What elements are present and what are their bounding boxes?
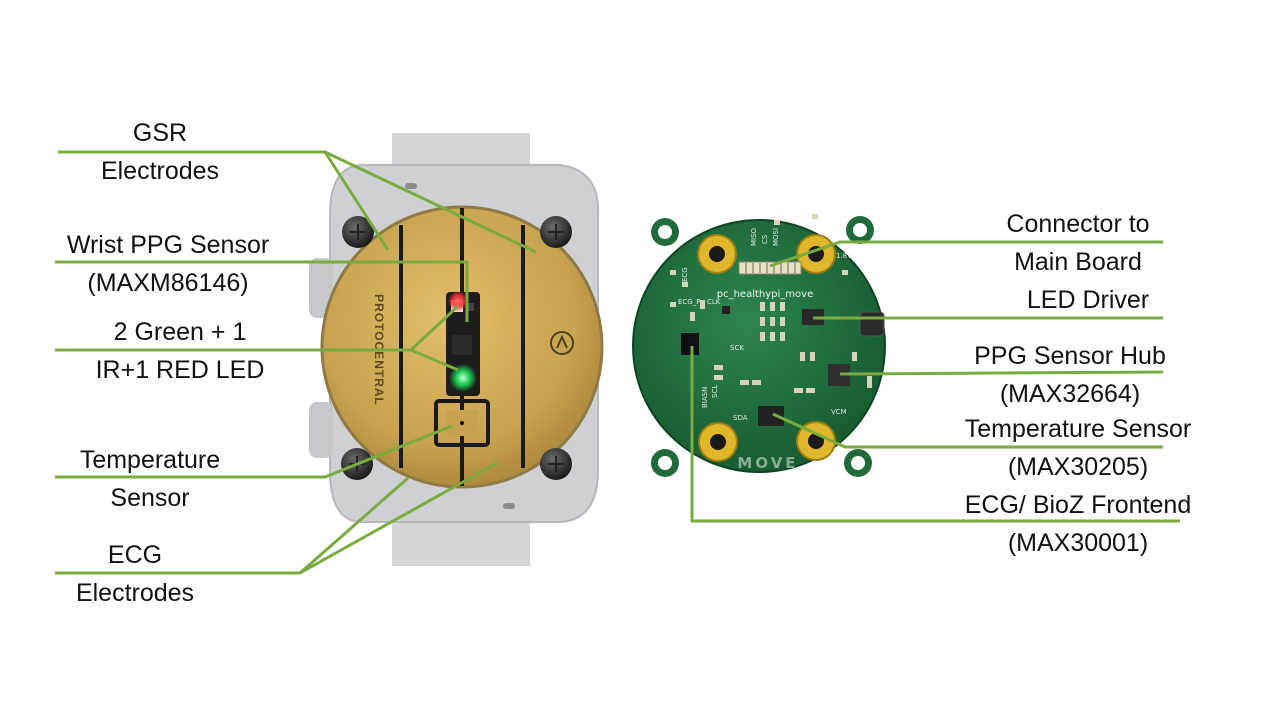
silk-vcm: VCM xyxy=(831,408,847,416)
label-ppg-hub-line2: (MAX32664) xyxy=(999,380,1141,408)
brand-logo-icon xyxy=(550,331,574,355)
watch-side-button-top xyxy=(309,258,333,318)
passive-components xyxy=(670,214,872,393)
pcb-disc xyxy=(632,219,886,473)
label-ppg-hub: PPG Sensor Hub (MAX32664) xyxy=(945,337,1195,413)
label-wrist-ppg: Wrist PPG Sensor (MAXM86146) xyxy=(48,226,288,302)
label-ecg-frontend: ECG/ BioZ Frontend (MAX30001) xyxy=(938,486,1218,562)
label-gsr-line2: Electrodes xyxy=(100,157,220,185)
leader-connector xyxy=(769,240,1163,268)
label-leds-line2: IR+1 RED LED xyxy=(95,356,265,384)
board-connector xyxy=(738,261,802,275)
leader-temp-sensor xyxy=(772,412,1163,449)
label-connector: Connector to Main Board xyxy=(963,205,1193,281)
silk-sck: SCK xyxy=(730,344,744,352)
silk-ecg: ECG xyxy=(681,267,689,282)
leader-temperature xyxy=(55,424,453,479)
leader-lines xyxy=(55,150,1180,575)
label-led-driver: LED Driver xyxy=(988,281,1188,319)
pcb-board: MISO CS MOSI 1.8V ECG ECG_P CLK SCK SCL … xyxy=(632,214,886,477)
label-wrist-ppg-line2: (MAXM86146) xyxy=(87,269,249,297)
label-temperature-line1: Temperature xyxy=(79,446,221,474)
label-temp-sensor-line1: Temperature Sensor xyxy=(964,415,1192,443)
screws xyxy=(341,216,572,480)
silkscreen: MISO CS MOSI 1.8V ECG ECG_P CLK SCK SCL … xyxy=(678,227,852,422)
leader-ppg-hub xyxy=(839,370,1164,376)
green-led-icon xyxy=(449,364,477,392)
inductor xyxy=(859,311,885,337)
silk-clk: CLK xyxy=(707,298,721,306)
label-ecg: ECG Electrodes xyxy=(35,536,235,612)
label-temp-sensor: Temperature Sensor (MAX30205) xyxy=(938,410,1218,486)
ecg-frontend-chip xyxy=(681,333,699,355)
label-temperature: Temperature Sensor xyxy=(50,441,250,517)
label-ecg-line2: Electrodes xyxy=(75,579,195,607)
label-led-driver-line1: LED Driver xyxy=(1026,286,1150,314)
silk-biasn: BIASN xyxy=(701,387,709,408)
label-gsr-line1: GSR xyxy=(132,119,188,147)
watch: PROTOCENTRAL xyxy=(309,133,604,566)
watch-side-button-bottom xyxy=(309,402,333,458)
silk-1v8: 1.8V xyxy=(836,252,852,260)
label-temperature-line2: Sensor xyxy=(110,484,190,512)
leader-ecg-frontend xyxy=(690,346,1180,523)
board-name: pc_healthypi_move xyxy=(717,289,813,300)
ppg-hub-chip xyxy=(828,364,850,386)
label-ecg-frontend-line1: ECG/ BioZ Frontend xyxy=(964,491,1192,519)
silk-sda: SDA xyxy=(733,414,748,422)
label-leds-line1: 2 Green + 1 xyxy=(113,318,247,346)
board-logo: MOVE xyxy=(737,454,798,472)
label-ecg-line1: ECG xyxy=(107,541,163,569)
label-temp-sensor-line2: (MAX30205) xyxy=(1007,453,1149,481)
label-connector-line1: Connector to xyxy=(1006,210,1150,238)
red-led-icon xyxy=(448,291,468,311)
silk-mosi: MOSI xyxy=(772,228,780,246)
label-gsr: GSR Electrodes xyxy=(60,114,260,190)
label-ecg-frontend-line2: (MAX30001) xyxy=(1007,529,1149,557)
label-ppg-hub-line1: PPG Sensor Hub xyxy=(974,342,1166,370)
label-connector-line2: Main Board xyxy=(1014,248,1142,276)
silk-scl: SCL xyxy=(711,385,719,398)
temperature-pad xyxy=(434,399,490,447)
leader-wrist-ppg xyxy=(55,260,469,322)
silk-miso: MISO xyxy=(750,227,758,246)
silk-ecg-p: ECG_P xyxy=(678,298,700,306)
label-leds: 2 Green + 1 IR+1 RED LED xyxy=(60,313,300,389)
label-wrist-ppg-line1: Wrist PPG Sensor xyxy=(66,231,270,259)
temp-sensor-chip xyxy=(758,406,784,426)
silk-cs: CS xyxy=(761,234,769,244)
